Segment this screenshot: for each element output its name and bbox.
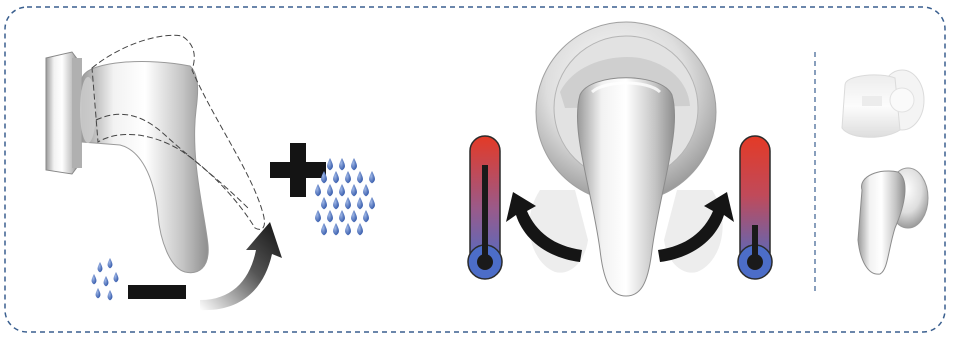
water-drop (339, 158, 345, 170)
water-drop (333, 223, 339, 235)
water-drop (315, 210, 321, 222)
water-drop (357, 197, 363, 209)
water-drop (357, 171, 363, 183)
water-drop (333, 171, 339, 183)
water-drop (315, 184, 321, 196)
water-drop (345, 171, 351, 183)
water-drop (363, 184, 369, 196)
water-drop (114, 272, 119, 282)
water-drop (339, 210, 345, 222)
thermometer-cold-icon (468, 136, 502, 279)
water-drop (339, 184, 345, 196)
water-drop (96, 288, 101, 298)
water-drop (363, 210, 369, 222)
water-drop (369, 197, 375, 209)
temperature-panel (468, 22, 772, 296)
water-drop (327, 210, 333, 222)
water-drop (321, 197, 327, 209)
minus-icon (128, 285, 186, 299)
raise-arrow-icon (200, 222, 282, 310)
water-drop (108, 290, 113, 300)
water-drop (351, 210, 357, 222)
water-drop (92, 274, 97, 284)
water-drop (351, 158, 357, 170)
water-drop (327, 158, 333, 170)
small-drops-icon (92, 258, 119, 300)
lever-handle-icon (80, 62, 208, 273)
water-drop (98, 262, 103, 272)
water-drop (369, 171, 375, 183)
water-drop (357, 223, 363, 235)
water-drop (327, 184, 333, 196)
parts-panel (842, 70, 928, 274)
water-drop (345, 197, 351, 209)
water-drop (104, 276, 109, 286)
water-drop (108, 258, 113, 268)
cartridge-body-icon (842, 70, 924, 137)
lever-front-icon (577, 78, 674, 296)
wall-mount-icon (46, 52, 82, 174)
lever-assembly-icon (858, 168, 928, 274)
water-drop (351, 184, 357, 196)
thermometer-hot-icon (738, 136, 772, 279)
water-drop (321, 223, 327, 235)
water-drop (345, 223, 351, 235)
flow-panel (46, 35, 375, 310)
water-drop (333, 197, 339, 209)
